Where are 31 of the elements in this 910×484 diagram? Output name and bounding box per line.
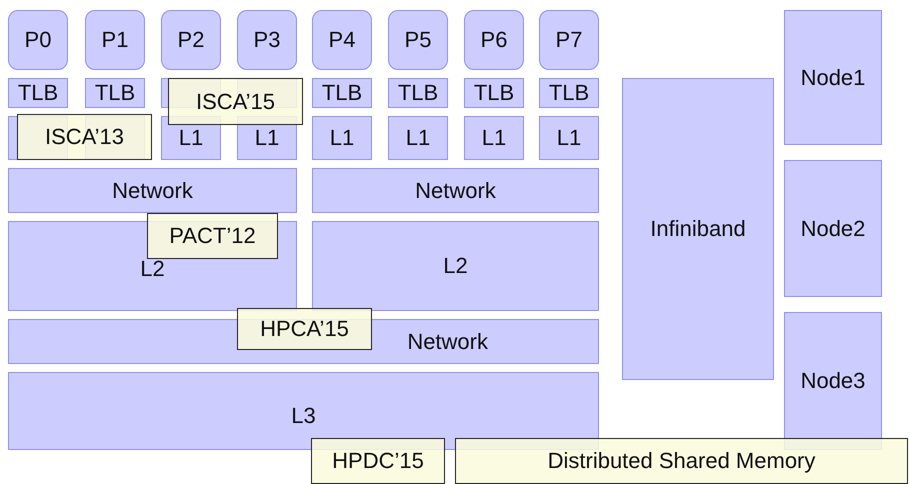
node-box: Node1 bbox=[784, 10, 882, 145]
processor-box: P5 bbox=[388, 10, 448, 70]
publication-tooltip: ISCA’15 bbox=[168, 78, 303, 125]
tlb-box: TLB bbox=[464, 78, 524, 108]
cache-box: L1 bbox=[312, 116, 372, 160]
publication-tooltip: PACT’12 bbox=[147, 213, 278, 259]
caption-tooltip: Distributed Shared Memory bbox=[455, 438, 908, 484]
publication-tooltip: HPCA’15 bbox=[237, 308, 372, 350]
network-box: Network bbox=[8, 168, 297, 213]
node-box: Node2 bbox=[784, 160, 882, 297]
cache-box: L1 bbox=[464, 116, 524, 160]
cache-box: L2 bbox=[312, 221, 599, 311]
processor-box: P0 bbox=[8, 10, 68, 70]
processor-box: P1 bbox=[85, 10, 145, 70]
tlb-box: TLB bbox=[8, 78, 68, 108]
publication-tooltip: HPDC’15 bbox=[311, 438, 445, 484]
tlb-box: TLB bbox=[85, 78, 145, 108]
tlb-box: TLB bbox=[312, 78, 372, 108]
tlb-box: TLB bbox=[388, 78, 448, 108]
tlb-box: TLB bbox=[539, 78, 599, 108]
processor-box: P4 bbox=[312, 10, 372, 70]
network-box: Network bbox=[312, 168, 599, 213]
cache-box: L1 bbox=[388, 116, 448, 160]
processor-box: P7 bbox=[539, 10, 599, 70]
cache-box: L1 bbox=[539, 116, 599, 160]
interconnect-box: Infiniband bbox=[622, 78, 774, 380]
cache-box: L3 bbox=[8, 372, 599, 450]
processor-box: P6 bbox=[464, 10, 524, 70]
processor-box: P2 bbox=[161, 10, 221, 70]
processor-box: P3 bbox=[237, 10, 297, 70]
publication-tooltip: ISCA’13 bbox=[17, 114, 152, 160]
